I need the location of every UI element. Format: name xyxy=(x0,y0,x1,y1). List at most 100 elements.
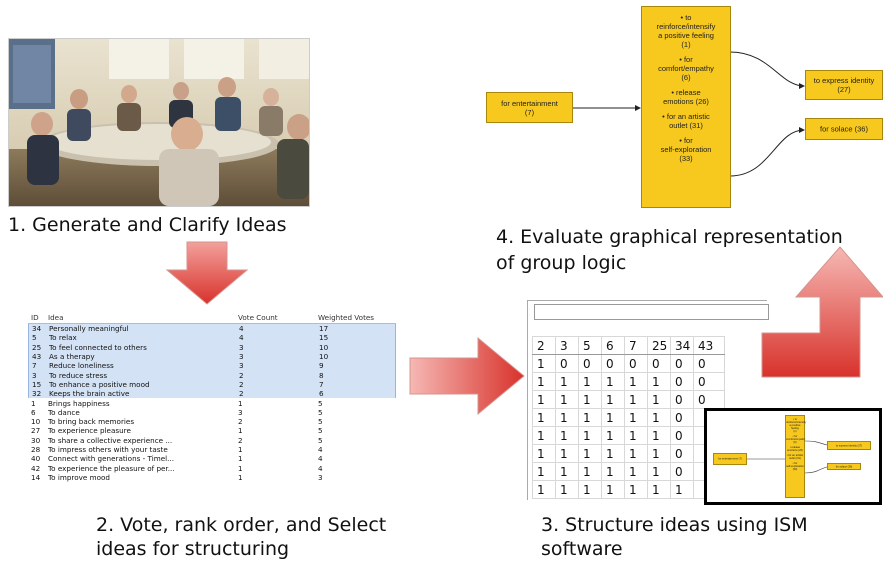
matrix-cell: 1 xyxy=(555,390,579,409)
table-cell: 2 xyxy=(239,389,244,399)
step3-caption-line2: software xyxy=(541,538,623,560)
cluster-item: • for comfort/empathy (6) xyxy=(786,435,806,444)
table-cell: 7 xyxy=(32,361,37,371)
matrix-header-cell: 2 xyxy=(532,336,556,355)
table-cell: 42 xyxy=(31,463,41,473)
table-cell: 32 xyxy=(32,389,42,399)
group-session-photo xyxy=(8,38,310,207)
matrix-cell: 0 xyxy=(555,354,579,373)
matrix-cell: 0 xyxy=(601,354,625,373)
column-header: Vote Count xyxy=(238,312,278,322)
column-header: Idea xyxy=(48,312,64,322)
matrix-cell: 1 xyxy=(647,480,671,499)
matrix-cell: 1 xyxy=(578,408,602,427)
cluster-item: • for an artistic outlet (31) xyxy=(786,454,804,460)
table-cell: 1 xyxy=(238,454,243,464)
table-cell: 3 xyxy=(239,352,244,362)
matrix-cell: 0 xyxy=(624,354,648,373)
up-turn-arrow-icon xyxy=(761,246,883,378)
graph-node-entertainment: for entertainment (7) xyxy=(486,92,573,123)
table-cell: 34 xyxy=(32,324,42,334)
cluster-item: • to reinforce/intensify a positive feel… xyxy=(786,418,807,433)
cluster-item: • for self-exploration (33) xyxy=(786,462,804,471)
matrix-cell: 1 xyxy=(578,390,602,409)
matrix-cell: 1 xyxy=(624,444,648,463)
matrix-cell: 1 xyxy=(555,480,579,499)
table-cell: 27 xyxy=(31,426,41,436)
matrix-cell: 1 xyxy=(624,408,648,427)
matrix-cell: 1 xyxy=(532,390,556,409)
table-cell: To feel connected to others xyxy=(49,342,147,352)
table-cell: 1 xyxy=(238,463,243,473)
matrix-cell: 0 xyxy=(693,390,725,409)
matrix-cell: 1 xyxy=(532,372,556,391)
table-cell: 3 xyxy=(238,407,243,417)
table-cell: To improve mood xyxy=(48,472,110,482)
matrix-cell: 1 xyxy=(647,408,671,427)
matrix-header-cell: 34 xyxy=(670,336,694,355)
table-cell: 2 xyxy=(239,379,244,389)
matrix-cell: 0 xyxy=(670,426,694,445)
table-cell: 4 xyxy=(239,324,244,334)
cluster-item: • for an artistic outlet (31) xyxy=(662,112,710,130)
table-cell: To experience the pleasure of per... xyxy=(48,463,175,473)
down-arrow-icon xyxy=(165,241,249,305)
step4-caption-line2: of group logic xyxy=(496,252,627,274)
table-cell: 2 xyxy=(238,435,243,445)
matrix-cell: 1 xyxy=(601,480,625,499)
matrix-cell: 1 xyxy=(578,480,602,499)
table-cell: 1 xyxy=(238,472,243,482)
matrix-cell: 1 xyxy=(555,444,579,463)
table-cell: 5 xyxy=(32,333,37,343)
graph-connectors xyxy=(573,51,805,177)
matrix-cell: 0 xyxy=(670,390,694,409)
matrix-cell: 1 xyxy=(532,426,556,445)
table-cell: To impress others with your taste xyxy=(48,445,168,454)
matrix-cell: 1 xyxy=(601,426,625,445)
matrix-cell: 1 xyxy=(532,444,556,463)
matrix-cell: 1 xyxy=(624,372,648,391)
table-cell: Keeps the brain active xyxy=(49,389,130,399)
matrix-cell: 1 xyxy=(532,408,556,427)
table-cell: To reduce stress xyxy=(49,370,108,380)
step2-caption-line1: 2. Vote, rank order, and Select xyxy=(96,514,387,536)
matrix-header-cell: 6 xyxy=(601,336,625,355)
cluster-item: • to reinforce/intensify a positive feel… xyxy=(656,13,716,49)
matrix-cell: 1 xyxy=(624,426,648,445)
table-cell: 8 xyxy=(319,370,324,380)
cluster-item: • for self-exploration (33) xyxy=(660,136,712,163)
table-cell: 40 xyxy=(31,454,41,464)
matrix-cell: 1 xyxy=(647,444,671,463)
table-cell: 2 xyxy=(238,417,243,427)
table-cell: 3 xyxy=(32,370,37,380)
matrix-cell: 1 xyxy=(555,408,579,427)
table-cell: As a therapy xyxy=(49,352,95,362)
table-cell: 10 xyxy=(31,417,41,427)
matrix-cell: 1 xyxy=(647,390,671,409)
column-header: ID xyxy=(31,312,39,322)
toolbar-field xyxy=(534,304,769,320)
matrix-cell: 0 xyxy=(693,354,725,373)
